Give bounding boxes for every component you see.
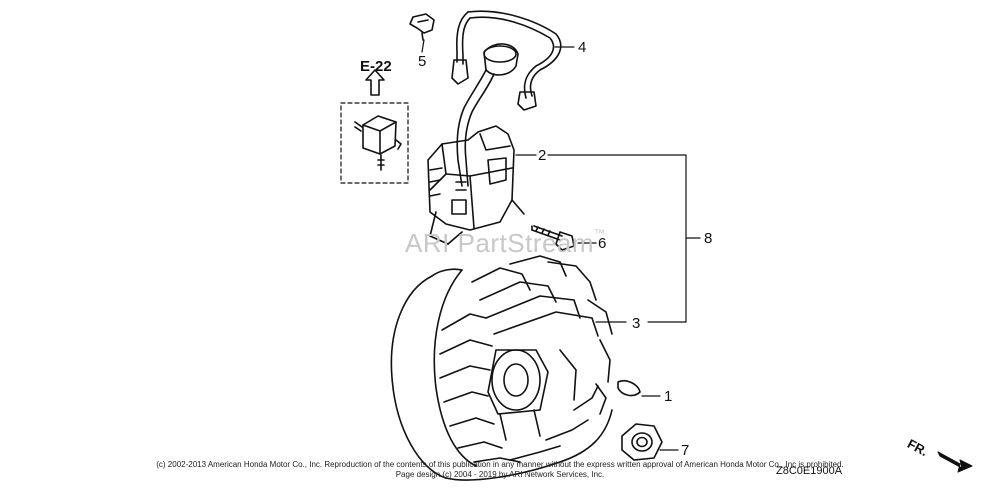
part-4-spark-plug-cap[interactable]: [451, 10, 562, 187]
callout-2[interactable]: 2: [538, 147, 547, 164]
callout-8[interactable]: 8: [704, 230, 713, 247]
leader-lines: [421, 39, 701, 451]
reference-box[interactable]: [340, 69, 409, 184]
callout-7[interactable]: 7: [681, 442, 690, 459]
up-arrow-icon: [365, 69, 385, 96]
callout-1[interactable]: 1: [664, 388, 673, 405]
part-5-clip[interactable]: [409, 13, 435, 41]
copyright-line-1: (c) 2002-2013 American Honda Motor Co., …: [156, 460, 844, 469]
callout-6[interactable]: 6: [598, 235, 607, 252]
callout-4[interactable]: 4: [578, 39, 587, 56]
reference-coil-part: [354, 115, 402, 171]
reference-label-e22[interactable]: E-22: [360, 58, 392, 75]
part-6-bolt[interactable]: [531, 225, 575, 251]
callout-3[interactable]: 3: [632, 315, 641, 332]
front-direction-arrow-icon: [937, 451, 973, 473]
callout-5[interactable]: 5: [418, 53, 427, 70]
part-2-ignition-coil[interactable]: [427, 125, 525, 245]
copyright-line-2: Page design (c) 2004 - 2019 by ARI Netwo…: [395, 470, 605, 479]
diagram-code: Z8C0E1900A: [776, 465, 843, 477]
watermark: ARI PartStream™: [405, 228, 606, 258]
part-7-flange-nut[interactable]: [621, 423, 663, 461]
part-3-flywheel[interactable]: [390, 255, 613, 481]
part-1-key[interactable]: [617, 379, 641, 397]
